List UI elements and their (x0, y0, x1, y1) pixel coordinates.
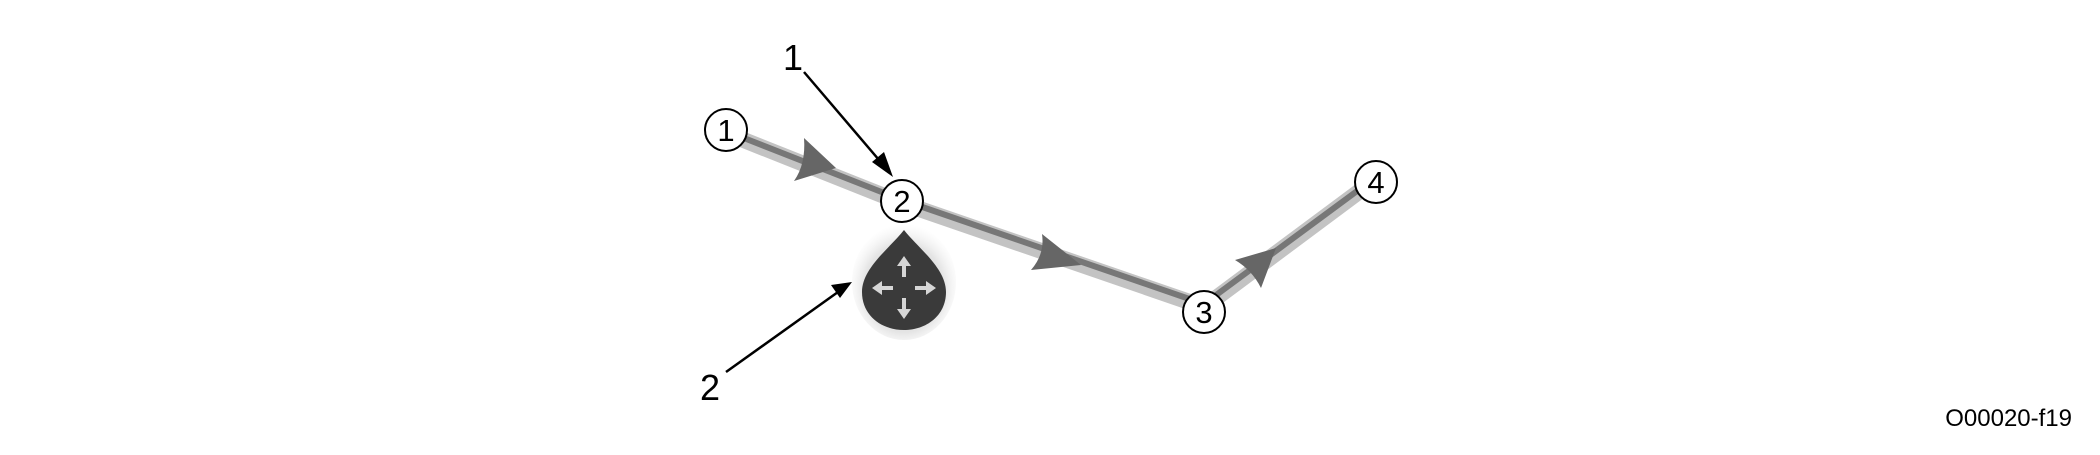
waypoint-label: 2 (893, 184, 910, 219)
move-handle-drop (862, 230, 946, 330)
direction-arrow-3 (1235, 248, 1276, 288)
waypoint-4[interactable]: 4 (1354, 160, 1398, 204)
callout-2: 2 (700, 282, 852, 408)
callout-leader-line (803, 71, 886, 168)
move-handle[interactable] (852, 224, 956, 340)
waypoint-circle (880, 179, 924, 223)
move-arrow-up (897, 256, 911, 277)
move-arrow-left (872, 281, 893, 295)
direction-arrows (794, 138, 1276, 288)
waypoint-label: 1 (717, 113, 734, 148)
waypoint-label: 3 (1195, 295, 1212, 330)
waypoint-circle (1354, 160, 1398, 204)
callout-label: 2 (700, 367, 720, 408)
direction-arrow-1 (794, 138, 836, 181)
move-arrow-down (897, 298, 911, 319)
callout-arrowhead (831, 282, 852, 298)
waypoint-3[interactable]: 3 (1182, 290, 1226, 334)
direction-arrow-2 (1031, 234, 1081, 270)
waypoint-circle (1182, 290, 1226, 334)
callout-arrowhead (872, 152, 893, 177)
waypoint-label: 4 (1367, 165, 1384, 200)
waypoint-1[interactable]: 1 (704, 108, 748, 152)
move-arrow-right (915, 281, 936, 295)
waypoint-2[interactable]: 2 (880, 179, 924, 223)
callout-label: 1 (783, 37, 803, 78)
waypoint-circle (704, 108, 748, 152)
figure-code: O00020-f19 (1945, 405, 2072, 432)
move-arrows-icon (872, 256, 936, 319)
callout-leader-line (725, 290, 839, 374)
callout-1: 1 (783, 37, 893, 177)
